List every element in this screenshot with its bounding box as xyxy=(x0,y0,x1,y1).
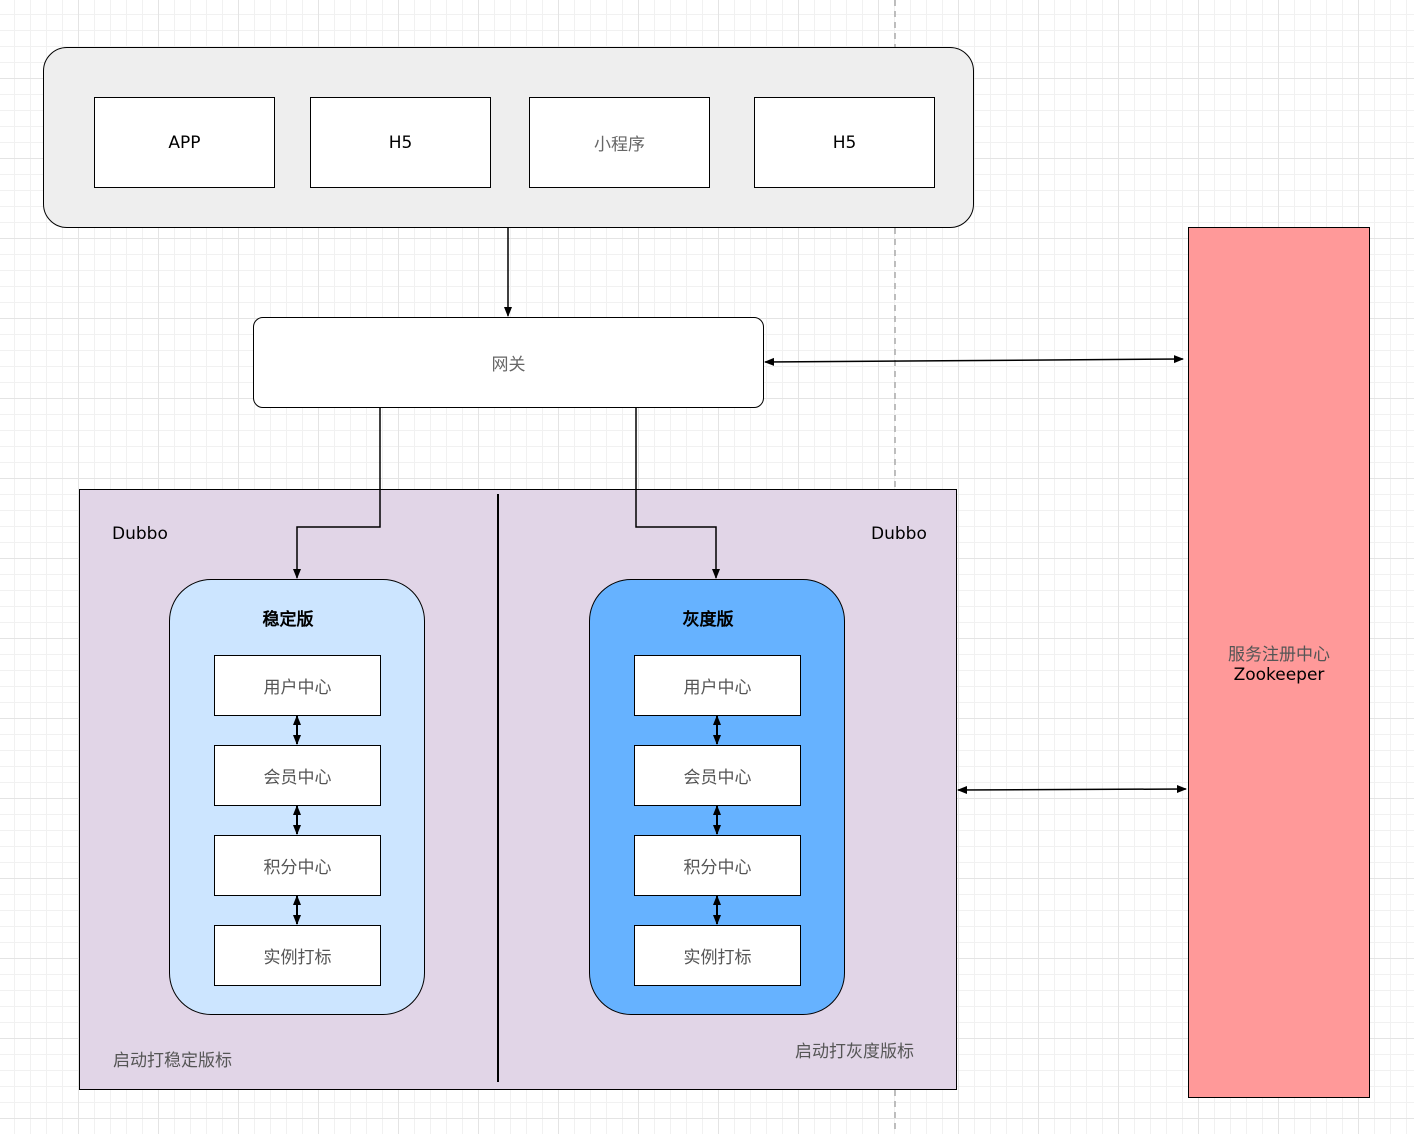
registry-title: 服务注册中心 xyxy=(1228,645,1330,665)
registry-name: Zookeeper xyxy=(1233,665,1325,685)
dubbo-label-right: Dubbo xyxy=(871,524,927,544)
client-app[interactable]: APP xyxy=(94,97,275,188)
gray-service-points-center[interactable]: 积分中心 xyxy=(634,835,801,896)
gray-tag-label: 启动打灰度版标 xyxy=(795,1042,914,1062)
gray-service-user-center[interactable]: 用户中心 xyxy=(634,655,801,716)
client-mini-program[interactable]: 小程序 xyxy=(529,97,710,188)
stable-service-instance-tagging[interactable]: 实例打标 xyxy=(214,925,381,986)
gateway-registry-arrow xyxy=(764,355,1184,366)
dubbo-registry-arrow xyxy=(957,785,1187,794)
dubbo-label-left: Dubbo xyxy=(112,524,168,544)
gray-service-instance-tagging[interactable]: 实例打标 xyxy=(634,925,801,986)
stable-service-member-center[interactable]: 会员中心 xyxy=(214,745,381,806)
stable-tag-label: 启动打稳定版标 xyxy=(113,1051,232,1071)
gray-service-member-center[interactable]: 会员中心 xyxy=(634,745,801,806)
stable-version-title: 稳定版 xyxy=(262,610,314,630)
service-registry[interactable]: 服务注册中心 Zookeeper xyxy=(1188,227,1370,1098)
gray-version-title: 灰度版 xyxy=(682,610,734,630)
gateway-to-stable-arrow xyxy=(293,408,381,579)
gateway-to-gray-arrow xyxy=(635,408,720,579)
client-h5[interactable]: H5 xyxy=(310,97,491,188)
client-h5-second[interactable]: H5 xyxy=(754,97,935,188)
dubbo-divider xyxy=(497,494,499,1082)
gateway[interactable]: 网关 xyxy=(253,317,764,408)
